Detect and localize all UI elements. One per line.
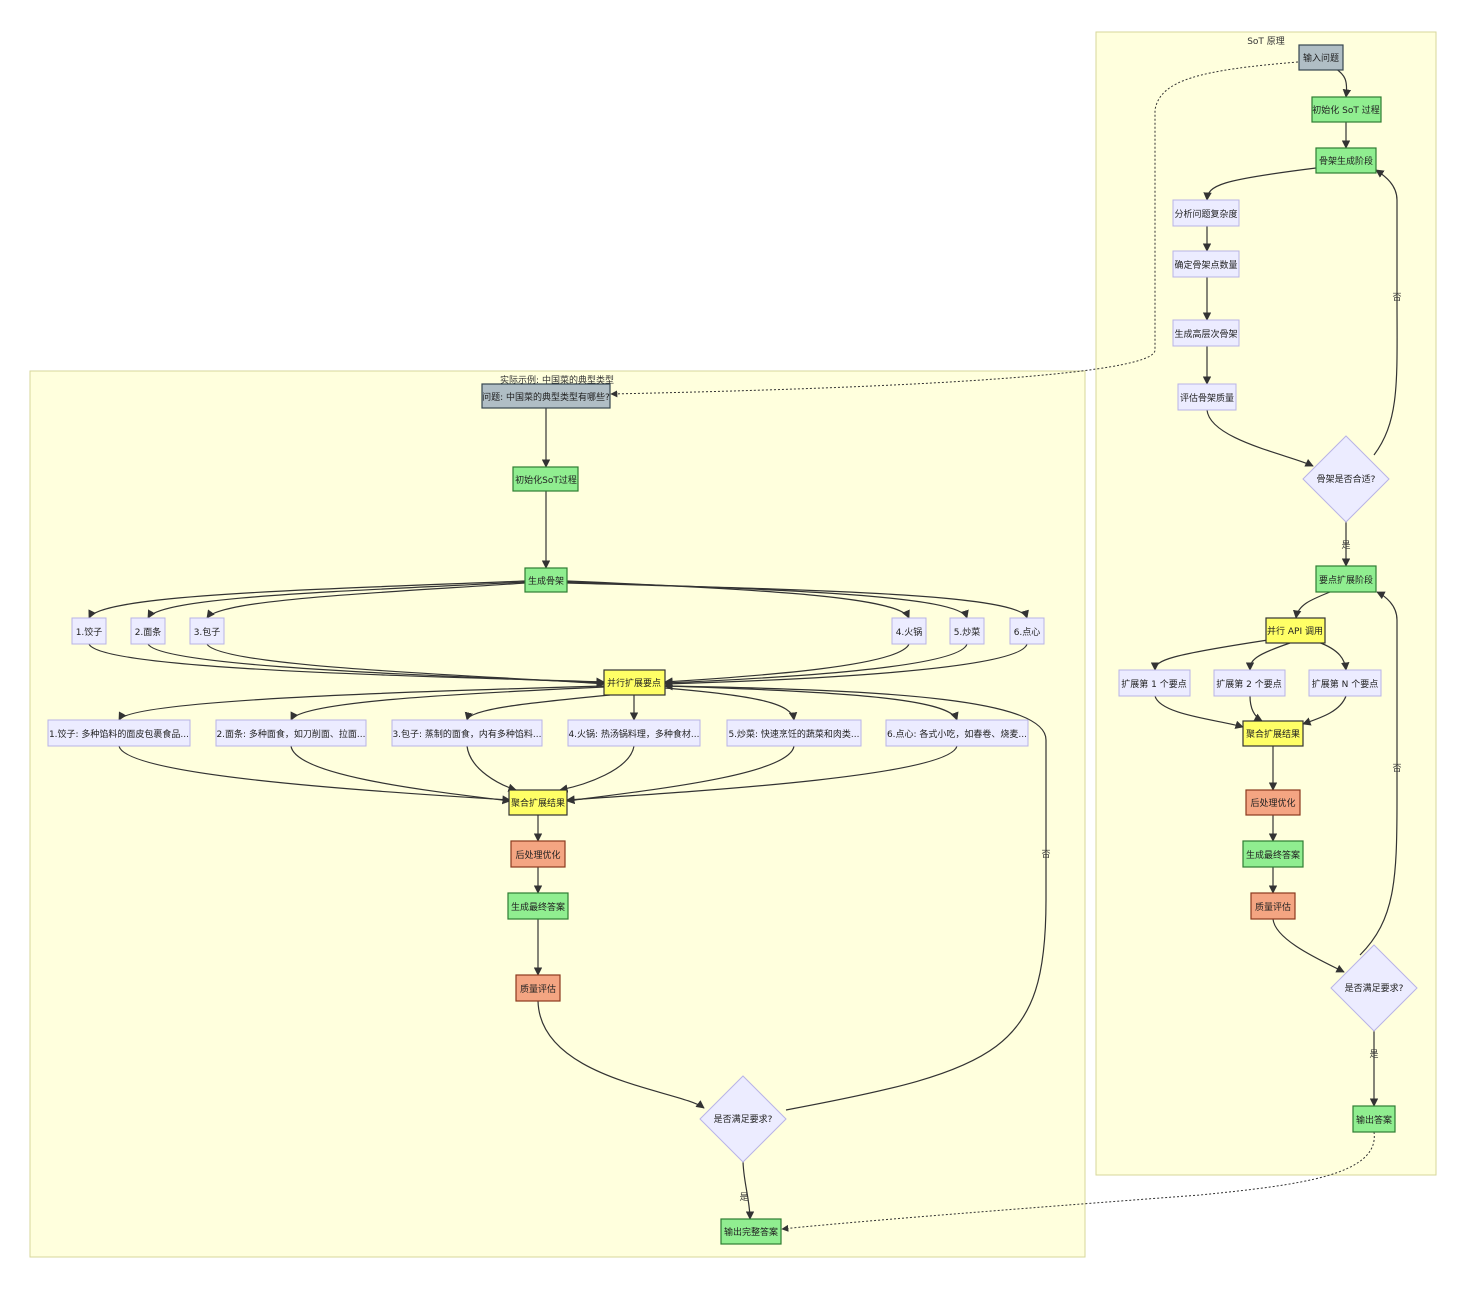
point-node: 5.炒菜 bbox=[949, 617, 985, 645]
count-node: 确定骨架点数量 bbox=[1172, 250, 1240, 278]
svg-text:输出完整答案: 输出完整答案 bbox=[724, 1226, 778, 1238]
svg-text:生成最终答案: 生成最终答案 bbox=[511, 901, 565, 913]
skeleton-ok-decision: 骨架是否合适? bbox=[1302, 435, 1390, 523]
svg-text:输入问题: 输入问题 bbox=[1303, 52, 1339, 64]
svg-text:骨架生成阶段: 骨架生成阶段 bbox=[1319, 155, 1373, 167]
skeleton-node: 生成骨架 bbox=[524, 567, 568, 593]
svg-text:质量评估: 质量评估 bbox=[520, 983, 556, 995]
svg-text:1.饺子: 1.饺子 bbox=[76, 626, 103, 638]
svg-text:并行 API 调用: 并行 API 调用 bbox=[1267, 625, 1323, 637]
aggregate-node: 聚合扩展结果 bbox=[508, 789, 568, 816]
edge-label-no: 否 bbox=[1392, 292, 1401, 303]
svg-text:是否满足要求?: 是否满足要求? bbox=[714, 1113, 773, 1125]
output-node: 输出完整答案 bbox=[720, 1218, 782, 1245]
decision-node: 是否满足要求? bbox=[1330, 944, 1418, 1032]
svg-text:4.火锅: 热汤锅料理，多种食材...: 4.火锅: 热汤锅料理，多种食材... bbox=[568, 728, 699, 740]
svg-text:输出答案: 输出答案 bbox=[1356, 1114, 1392, 1126]
expand-item-node: 扩展第 2 个要点 bbox=[1213, 669, 1286, 697]
postprocess-node: 后处理优化 bbox=[510, 840, 566, 868]
generate-node: 生成高层次骨架 bbox=[1172, 319, 1240, 347]
sot-nodes: 输入问题 初始化 SoT 过程 骨架生成阶段 分析问题复杂度 确定骨架点数量 生… bbox=[1118, 44, 1418, 1133]
cluster-example-title: 实际示例: 中国菜的典型类型 bbox=[500, 374, 614, 386]
point-node: 1.饺子 bbox=[71, 617, 107, 645]
svg-text:3.包子: 蒸制的面食，内有多种馅料...: 3.包子: 蒸制的面食，内有多种馅料... bbox=[392, 728, 541, 740]
edge-label-yes: 是 bbox=[739, 1192, 748, 1203]
svg-text:要点扩展阶段: 要点扩展阶段 bbox=[1319, 574, 1373, 586]
svg-text:生成骨架: 生成骨架 bbox=[528, 575, 564, 587]
parallel-node: 并行扩展要点 bbox=[603, 669, 666, 696]
decision-node: 是否满足要求? bbox=[699, 1075, 787, 1163]
example-nodes: 问题: 中国菜的典型类型有哪些? 初始化SoT过程 生成骨架 1.饺子 2.面条… bbox=[47, 383, 1051, 1245]
aggregate-node: 聚合扩展结果 bbox=[1242, 720, 1304, 747]
expansion-node: 3.包子: 蒸制的面食，内有多种馅料... bbox=[391, 719, 543, 747]
svg-text:1.饺子: 多种馅料的面皮包裹食品...: 1.饺子: 多种馅料的面皮包裹食品... bbox=[49, 728, 189, 740]
svg-text:扩展第 2 个要点: 扩展第 2 个要点 bbox=[1216, 678, 1281, 690]
svg-text:评估骨架质量: 评估骨架质量 bbox=[1180, 392, 1234, 404]
svg-text:扩展第 1 个要点: 扩展第 1 个要点 bbox=[1121, 678, 1186, 690]
expand-item-node: 扩展第 1 个要点 bbox=[1118, 669, 1191, 697]
svg-text:初始化 SoT 过程: 初始化 SoT 过程 bbox=[1312, 104, 1379, 116]
svg-text:问题: 中国菜的典型类型有哪些?: 问题: 中国菜的典型类型有哪些? bbox=[482, 391, 610, 403]
svg-text:分析问题复杂度: 分析问题复杂度 bbox=[1174, 208, 1237, 220]
skeleton-stage-node: 骨架生成阶段 bbox=[1315, 147, 1377, 174]
init-node: 初始化SoT过程 bbox=[512, 466, 579, 492]
expansion-node: 2.面条: 多种面食，如刀削面、拉面... bbox=[215, 719, 367, 747]
svg-text:后处理优化: 后处理优化 bbox=[515, 849, 560, 861]
init-node: 初始化 SoT 过程 bbox=[1311, 96, 1382, 123]
svg-text:聚合扩展结果: 聚合扩展结果 bbox=[1246, 728, 1300, 740]
evaluate-node: 质量评估 bbox=[515, 974, 561, 1002]
postprocess-node: 后处理优化 bbox=[1245, 789, 1301, 816]
assess-node: 评估骨架质量 bbox=[1177, 383, 1237, 411]
point-node: 3.包子 bbox=[189, 617, 225, 645]
expand-stage-node: 要点扩展阶段 bbox=[1315, 565, 1377, 593]
svg-text:6.点心: 各式小吃，如春卷、烧麦...: 6.点心: 各式小吃，如春卷、烧麦... bbox=[887, 728, 1027, 740]
output-node: 输出答案 bbox=[1352, 1105, 1396, 1133]
svg-text:2.面条: 多种面食，如刀削面、拉面...: 2.面条: 多种面食，如刀削面、拉面... bbox=[216, 728, 365, 740]
svg-text:质量评估: 质量评估 bbox=[1255, 901, 1291, 913]
svg-text:3.包子: 3.包子 bbox=[194, 626, 221, 638]
svg-text:生成高层次骨架: 生成高层次骨架 bbox=[1174, 328, 1237, 340]
svg-text:扩展第 N 个要点: 扩展第 N 个要点 bbox=[1312, 678, 1378, 690]
svg-text:生成最终答案: 生成最终答案 bbox=[1246, 849, 1300, 861]
expansion-node: 4.火锅: 热汤锅料理，多种食材... bbox=[567, 719, 701, 747]
point-node: 2.面条 bbox=[130, 617, 166, 645]
sot-edges bbox=[1150, 67, 1398, 1107]
svg-text:2.面条: 2.面条 bbox=[135, 626, 162, 638]
point-node: 4.火锅 bbox=[891, 617, 927, 645]
final-answer-node: 生成最终答案 bbox=[1242, 840, 1304, 868]
cross-edges bbox=[610, 61, 1375, 1232]
parallel-api-node: 并行 API 调用 bbox=[1265, 617, 1326, 644]
question-node: 问题: 中国菜的典型类型有哪些? bbox=[481, 383, 611, 409]
edge-label-no: 否 bbox=[1392, 763, 1401, 774]
point-node: 6.点心 bbox=[1009, 617, 1045, 645]
edge-label-yes: 是 bbox=[1341, 540, 1350, 551]
cluster-sot-title: SoT 原理 bbox=[1247, 36, 1285, 47]
svg-text:5.炒菜: 快速烹饪的蔬菜和肉类...: 5.炒菜: 快速烹饪的蔬菜和肉类... bbox=[728, 728, 859, 740]
input-node: 输入问题 bbox=[1298, 44, 1344, 71]
svg-text:4.火锅: 4.火锅 bbox=[896, 627, 923, 638]
final-answer-node: 生成最终答案 bbox=[507, 892, 569, 920]
analyze-node: 分析问题复杂度 bbox=[1172, 199, 1240, 227]
svg-text:并行扩展要点: 并行扩展要点 bbox=[607, 677, 661, 689]
expand-item-node: 扩展第 N 个要点 bbox=[1308, 669, 1382, 697]
example-edges bbox=[88, 408, 1047, 1220]
edge-label-no: 否 bbox=[1041, 849, 1050, 860]
svg-text:骨架是否合适?: 骨架是否合适? bbox=[1317, 473, 1376, 485]
svg-text:初始化SoT过程: 初始化SoT过程 bbox=[515, 474, 577, 486]
expansion-node: 1.饺子: 多种馅料的面皮包裹食品... bbox=[47, 719, 191, 747]
svg-text:是否满足要求?: 是否满足要求? bbox=[1345, 982, 1404, 994]
svg-text:确定骨架点数量: 确定骨架点数量 bbox=[1174, 259, 1237, 271]
svg-text:后处理优化: 后处理优化 bbox=[1250, 797, 1295, 809]
svg-text:5.炒菜: 5.炒菜 bbox=[954, 626, 981, 638]
evaluate-node: 质量评估 bbox=[1250, 892, 1296, 920]
expansion-node: 5.炒菜: 快速烹饪的蔬菜和肉类... bbox=[726, 719, 862, 747]
svg-text:聚合扩展结果: 聚合扩展结果 bbox=[511, 797, 565, 809]
expansion-node: 6.点心: 各式小吃，如春卷、烧麦... bbox=[885, 719, 1029, 747]
svg-text:6.点心: 6.点心 bbox=[1014, 627, 1041, 638]
edge-label-yes: 是 bbox=[1369, 1049, 1378, 1060]
